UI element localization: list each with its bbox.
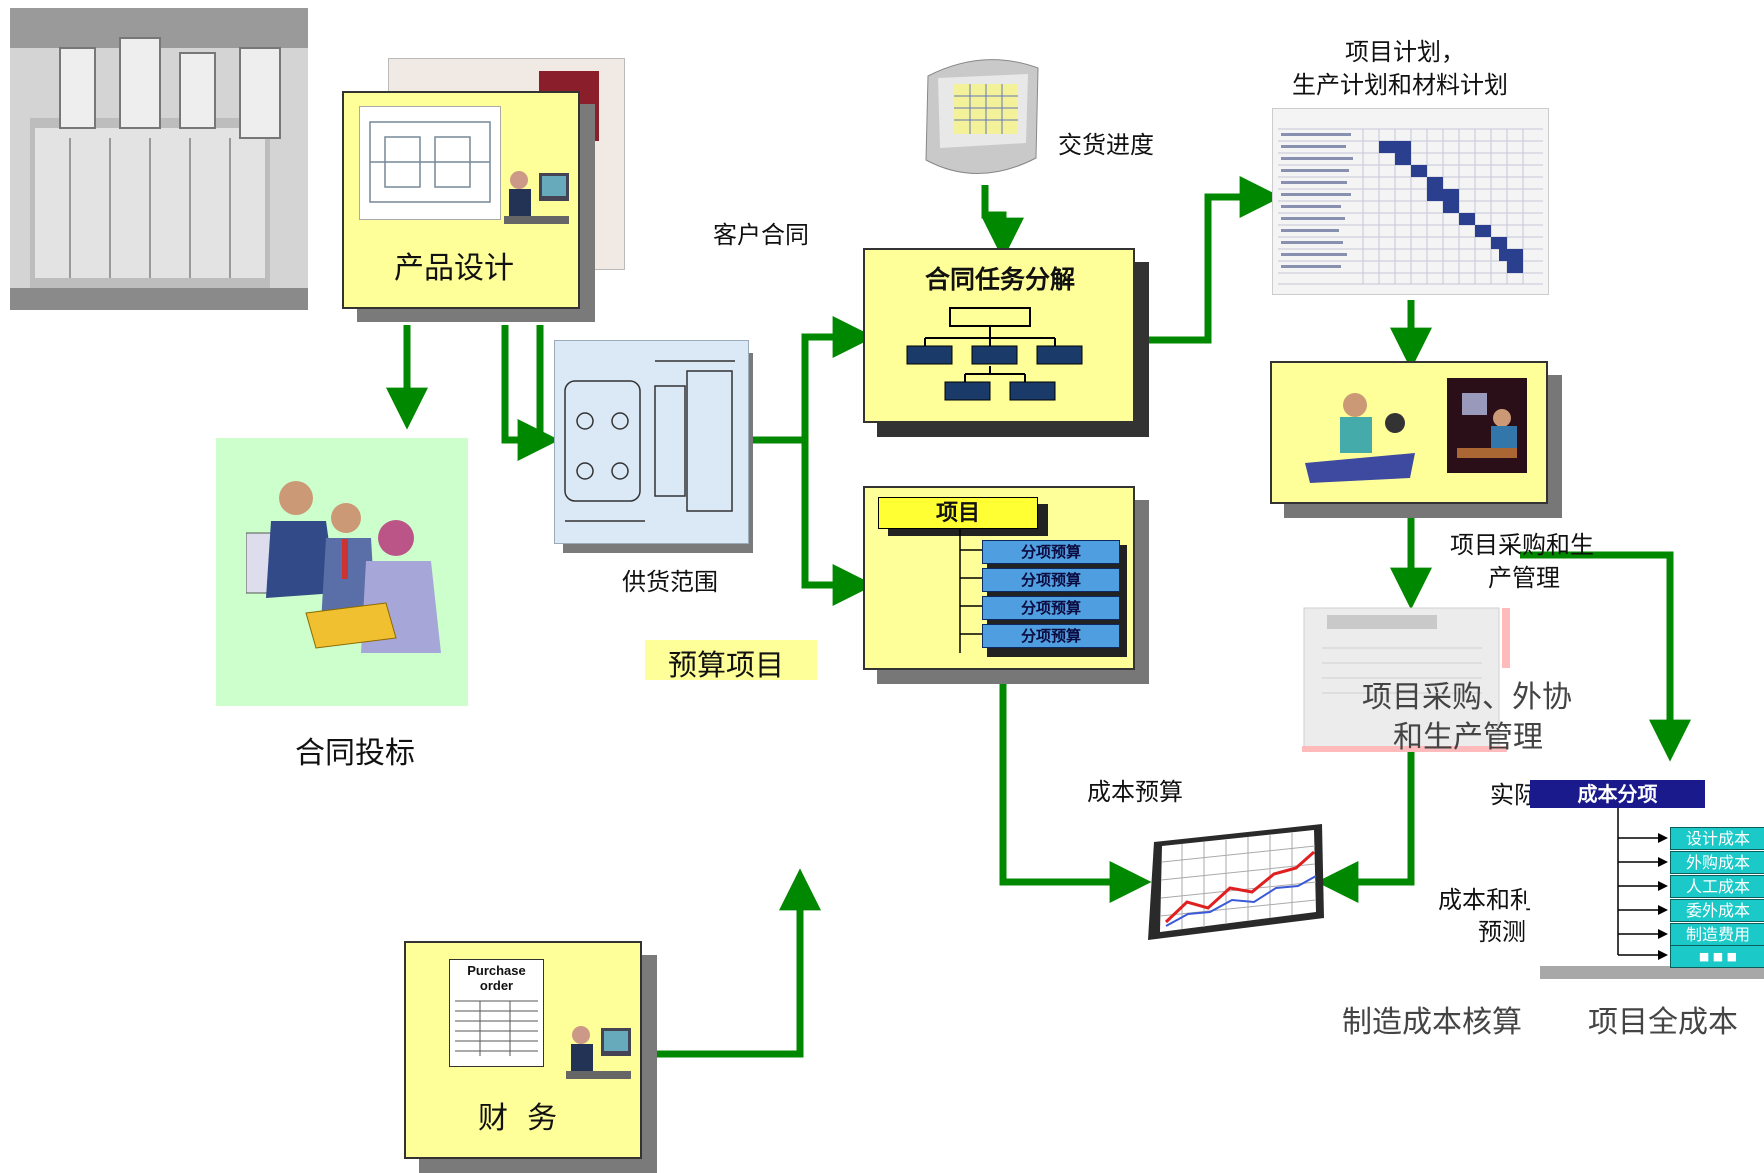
cost-item[interactable]: 制造费用 xyxy=(1670,923,1764,946)
cost-breakdown-panel[interactable]: 成本分项 设计成本 外购成本 人工成本 委外成本 制造费用 ■ ■ ■ xyxy=(1530,780,1764,968)
contract-bidding-label: 合同投标 xyxy=(295,736,415,771)
sub-budget-item[interactable]: 分项预算 xyxy=(982,540,1120,564)
computer-user-icon xyxy=(1447,378,1527,473)
org-chart-icon xyxy=(906,307,1083,401)
procurement-label-line1: 项目采购和生 xyxy=(1450,531,1594,559)
purchase-order-doc: Purchase order xyxy=(449,959,544,1067)
finance-box[interactable]: Purchase order 财 务 xyxy=(404,941,642,1159)
budget-project-label: 预算项目 xyxy=(668,648,785,682)
cost-breakdown-title: 成本分项 xyxy=(1530,780,1705,808)
project-plan-title-line2: 生产计划和材料计划 xyxy=(1292,71,1508,99)
contract-task-breakdown-label: 合同任务分解 xyxy=(925,265,1076,294)
sub-budget-item[interactable]: 分项预算 xyxy=(982,568,1120,592)
delivery-schedule-label: 交货进度 xyxy=(1058,131,1154,159)
gantt-chart[interactable] xyxy=(1272,108,1549,295)
procurement-management-box[interactable] xyxy=(1270,361,1548,504)
contract-task-breakdown-box[interactable]: 合同任务分解 xyxy=(863,248,1135,423)
cost-forecast-line1: 成本和利 xyxy=(1438,886,1534,914)
cost-budget-label: 成本预算 xyxy=(1087,778,1183,806)
procurement-report-doc xyxy=(1302,603,1512,753)
sub-budget-item[interactable]: 分项预算 xyxy=(982,596,1120,620)
design-drawing xyxy=(359,106,501,220)
budget-project-highlight xyxy=(645,640,817,680)
delivery-schedule-scroll[interactable] xyxy=(918,48,1048,178)
project-plan-title-line1: 项目计划， xyxy=(1345,38,1465,66)
meeting-people-icon xyxy=(245,473,446,663)
sub-budget-item[interactable]: 分项预算 xyxy=(982,624,1120,648)
contract-bidding-panel[interactable] xyxy=(216,438,468,706)
procurement-label-line2: 产管理 xyxy=(1488,564,1560,592)
supply-scope-label: 供货范围 xyxy=(622,568,718,596)
product-design-label: 产品设计 xyxy=(394,251,514,286)
manufacturing-cost-accounting-label: 制造成本核算 xyxy=(1342,1005,1522,1040)
transformer-photo xyxy=(10,8,308,310)
cost-breakdown-title-label: 成本分项 xyxy=(1577,782,1658,806)
designer-at-computer-icon xyxy=(499,168,574,228)
customer-contract-label: 客户合同 xyxy=(713,221,809,249)
cost-line-chart-icon[interactable] xyxy=(1142,822,1327,940)
supply-scope-drawing[interactable] xyxy=(554,340,749,544)
cost-forecast-line2: 预测 xyxy=(1478,918,1526,946)
cost-item[interactable]: 设计成本 xyxy=(1670,827,1764,850)
project-title-label: 项目 xyxy=(935,500,980,526)
accountant-at-computer-icon xyxy=(561,1023,636,1083)
project-title-box: 项目 xyxy=(878,497,1038,529)
product-design-box[interactable]: 产品设计 xyxy=(342,91,580,309)
cost-item[interactable]: 委外成本 xyxy=(1670,899,1764,922)
project-full-cost-label: 项目全成本 xyxy=(1588,1005,1738,1040)
cost-item[interactable]: ■ ■ ■ xyxy=(1670,945,1764,968)
cost-item[interactable]: 人工成本 xyxy=(1670,875,1764,898)
procurement-overlay-line1: 项目采购、外协 xyxy=(1362,680,1572,715)
worker-icon xyxy=(1300,383,1420,493)
cost-item[interactable]: 外购成本 xyxy=(1670,851,1764,874)
project-budget-box[interactable]: 项目 分项预算 分项预算 分项预算 分项预算 xyxy=(863,486,1135,670)
finance-label: 财 务 xyxy=(478,1101,558,1136)
purchase-order-label: Purchase order xyxy=(467,963,526,993)
procurement-overlay-line2: 和生产管理 xyxy=(1393,720,1543,755)
